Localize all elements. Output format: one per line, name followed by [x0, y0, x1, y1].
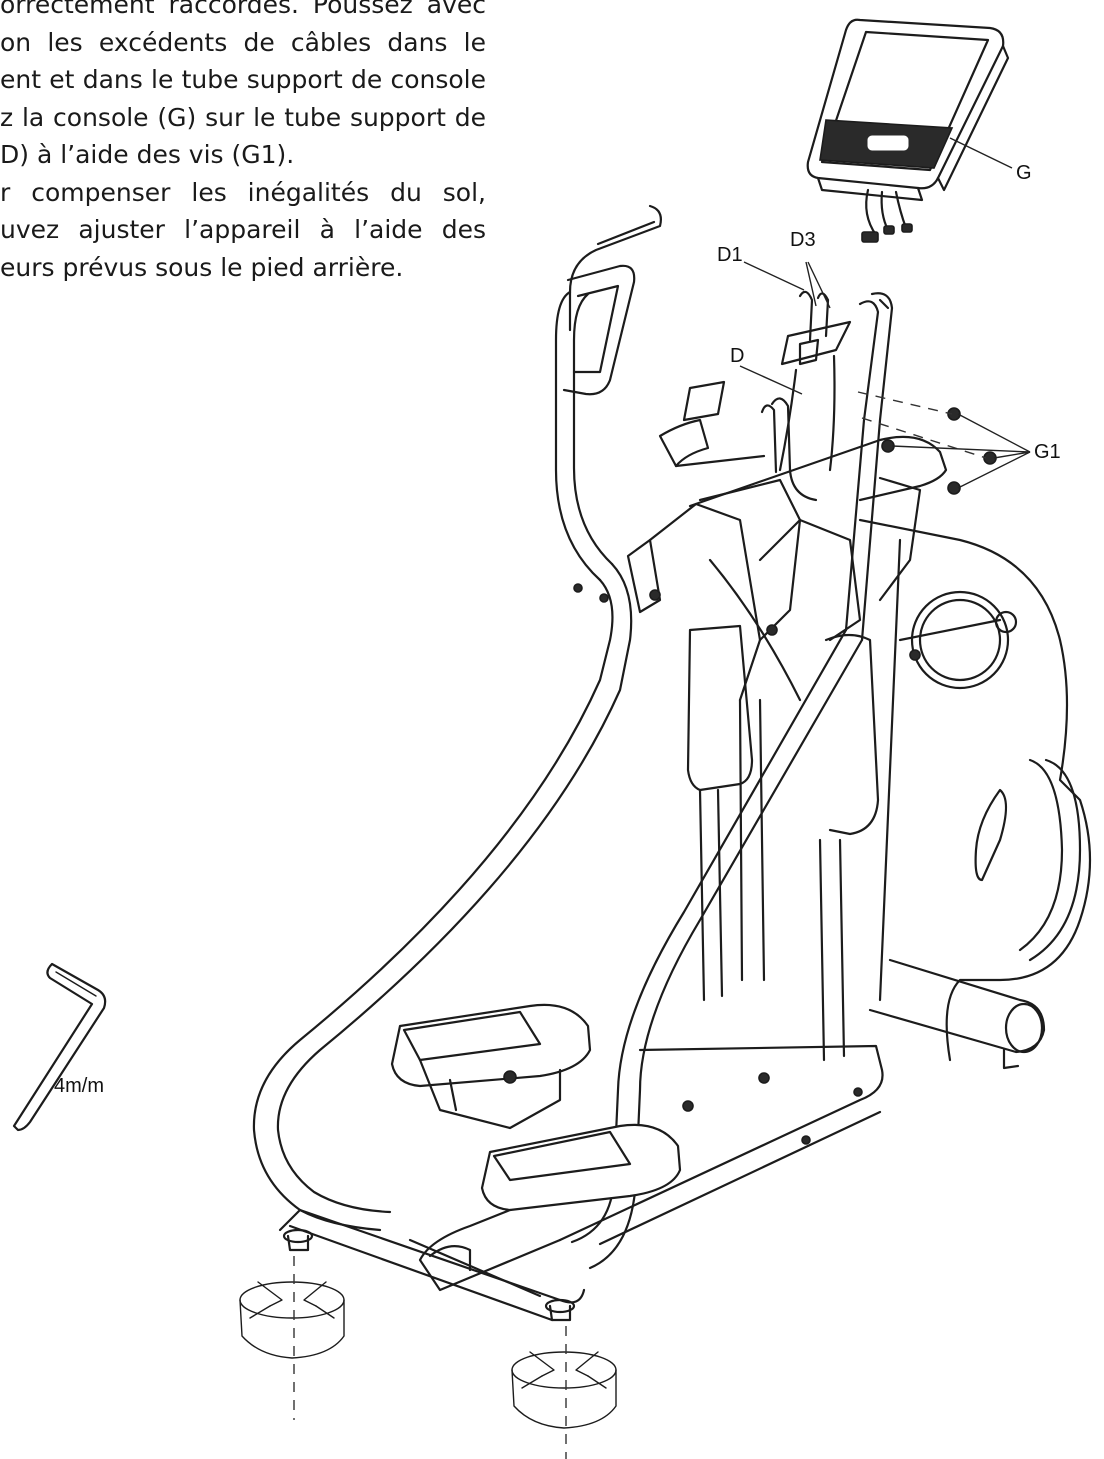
- instruction-line: uvez ajuster l’appareil à l’aide des: [0, 215, 486, 244]
- instruction-line: on les excédents de câbles dans le: [0, 27, 486, 57]
- instruction-line: D) à l’aide des vis (G1).: [0, 140, 295, 169]
- right-moving-handle: [570, 292, 894, 1270]
- label-screws: G1: [1034, 441, 1061, 463]
- instruction-line: eurs prévus sous le pied arrière.: [0, 252, 404, 282]
- label-d1: D1: [717, 244, 743, 266]
- console-support-tube: [739, 261, 852, 472]
- instruction-line: ent et dans le tube support de console: [0, 65, 486, 94]
- label-d3: D3: [790, 229, 816, 251]
- main-frame: [573, 391, 1092, 1070]
- instruction-line: z la console (G) sur le tube support de: [0, 102, 486, 132]
- front-stabilizer: [278, 1208, 586, 1322]
- instruction-text: orrectement raccordés. Poussez avec on l…: [0, 0, 486, 286]
- console-unit: [806, 18, 1013, 243]
- label-allen-key-size: 4m/m: [54, 1075, 104, 1097]
- pedals: [390, 1003, 884, 1292]
- static-handlebars: [658, 380, 818, 502]
- label-console: G: [1016, 162, 1032, 184]
- allen-key-icon: [12, 962, 107, 1132]
- leveler-right: [511, 1298, 617, 1459]
- leveler-left: [239, 1228, 345, 1420]
- instruction-line: r compenser les inégalités du sol,: [0, 177, 486, 207]
- label-support-tube: D: [730, 345, 744, 367]
- instruction-line: orrectement raccordés. Poussez avec: [0, 0, 486, 19]
